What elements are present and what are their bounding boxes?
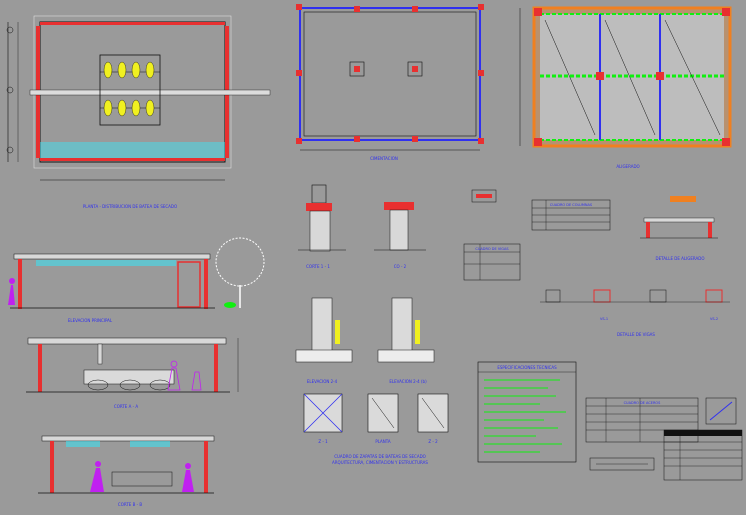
- title-block: CUADRO DE ZAPATAS DE BATEAS DE SECADO AR…: [332, 454, 428, 465]
- cut-2-drawing: CO - 2: [374, 202, 426, 269]
- vs2-title: VS-2: [710, 317, 718, 321]
- beam-sections-title: DETALLE DE VIGAS: [617, 332, 655, 337]
- front-elevation-title: ELEVACION PRINCIPAL: [68, 318, 113, 323]
- elev-24b-drawing: ELEVACION 2-4 (b): [377, 297, 435, 384]
- cut-2-title: CO - 2: [394, 264, 407, 269]
- vs1-title: VS-1: [600, 317, 608, 321]
- beam-sections-drawing: VS-1 VS-2 DETALLE DE VIGAS: [540, 289, 730, 337]
- plan-title: PLANTA - DISTRIBUCION DE BATEA DE SECADO: [83, 204, 177, 209]
- beam-detail-title: DETALLE DE ALIGERADO: [656, 256, 705, 261]
- beam-table-title: CUADRO DE VIGAS: [475, 247, 509, 251]
- plate-drawing: PLANTA: [367, 393, 399, 444]
- front-elevation-drawing: ELEVACION PRINCIPAL: [8, 237, 265, 323]
- specs-title: ESPECIFICACIONES TECNICAS: [497, 365, 557, 370]
- foundation-title: CIMENTACION: [370, 156, 398, 161]
- beam-icon-drawing: [471, 189, 497, 203]
- stair-table-title: CUADRO DE ACEROS: [624, 401, 662, 405]
- beam-detail-drawing: DETALLE DE ALIGERADO: [640, 196, 718, 261]
- z1-title: Z - 1: [318, 439, 328, 444]
- plate-title: PLANTA: [375, 439, 391, 444]
- foundation-drawing: CIMENTACION: [296, 4, 484, 161]
- z1-drawing: Z - 1: [303, 393, 343, 444]
- elev-24-title: ELEVACION 2-4: [307, 379, 338, 384]
- beam-table: CUADRO DE VIGAS: [463, 243, 521, 281]
- roof-drawing: ALIGERADO: [519, 6, 732, 169]
- cut-1-title: CORTE 1 - 1: [306, 264, 330, 269]
- title-block-line1: CUADRO DE ZAPATAS DE BATEAS DE SECADO: [334, 454, 426, 459]
- specs-box: ESPECIFICACIONES TECNICAS: [477, 361, 577, 463]
- cut-1-drawing: CORTE 1 - 1: [298, 184, 346, 269]
- column-table-title: CUADRO DE COLUMNAS: [550, 203, 593, 207]
- section-bb-title: CORTE B - B: [118, 502, 142, 507]
- z2-drawing: Z - 2: [417, 393, 449, 444]
- column-table: CUADRO DE COLUMNAS: [531, 199, 611, 231]
- section-bb-drawing: CORTE B - B: [38, 435, 215, 507]
- bottom-beam-drawing: [589, 457, 655, 471]
- title-block-line2: ARQUITECTURA, CIMENTACION Y ESTRUCTURAS: [332, 460, 428, 465]
- roof-title: ALIGERADO: [616, 164, 639, 169]
- bottom-right-table: [663, 429, 743, 481]
- section-aa-title: CORTE A - A: [114, 404, 138, 409]
- z2-title: Z - 2: [428, 439, 438, 444]
- elev-24-drawing: ELEVACION 2-4: [295, 297, 353, 384]
- section-aa-drawing: CORTE A - A: [26, 337, 239, 409]
- elev-24b-title: ELEVACION 2-4 (b): [389, 379, 427, 384]
- plan-drawing: PLANTA - DISTRIBUCION DE BATEA DE SECADO: [6, 15, 271, 209]
